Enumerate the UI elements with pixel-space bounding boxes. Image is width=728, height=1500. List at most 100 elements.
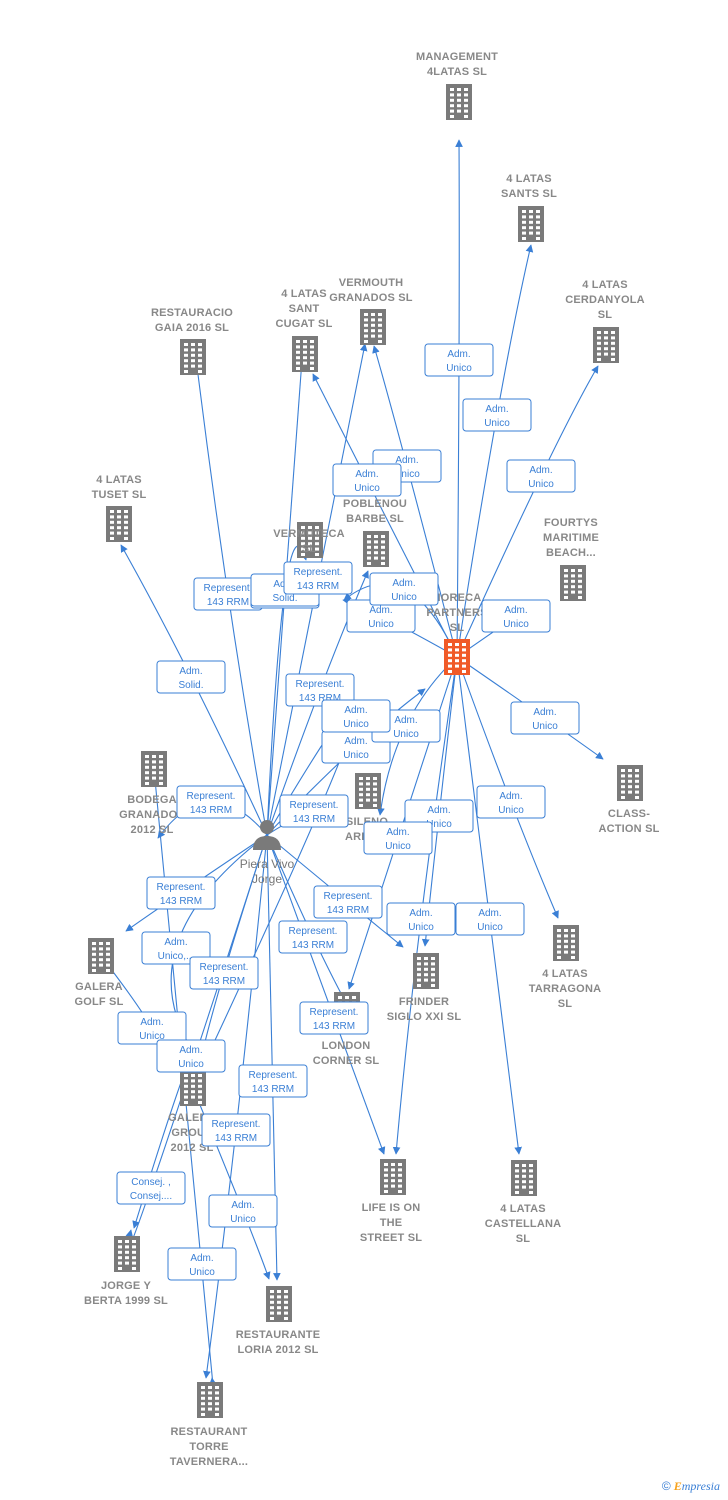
edge-label-l31[interactable]: Represent.143 RRM <box>238 1064 308 1098</box>
edge-label-l8[interactable]: Adm.Unico <box>481 599 551 633</box>
edge-label-l3[interactable]: Adm.Unico <box>506 459 576 493</box>
edge-label-box <box>156 660 226 694</box>
node-label-line: HORECA <box>433 592 482 604</box>
edge-label-l28[interactable]: Adm.Unico <box>386 902 456 936</box>
building-icon-lifeisonthestreet[interactable] <box>380 1159 406 1195</box>
building-window <box>367 535 371 538</box>
edge-label-l22[interactable]: Adm.Unico <box>363 821 433 855</box>
edge-label-l17[interactable]: Adm.Unico <box>510 701 580 735</box>
building-icon-cerdanyola[interactable] <box>593 327 619 363</box>
edge-label-l18[interactable]: Represent.143 RRM <box>176 785 246 819</box>
building-window <box>301 542 305 546</box>
brand-logo-text[interactable]: mpresia <box>681 1479 720 1493</box>
building-icon-torre[interactable] <box>197 1382 223 1418</box>
edge-label-l27[interactable]: Represent.143 RRM <box>299 1001 369 1035</box>
edge-label-text: Represent. <box>157 882 206 893</box>
building-window <box>301 526 305 529</box>
building-icon-castellana[interactable] <box>511 1160 537 1196</box>
building-icon-jorgeberta[interactable] <box>114 1236 140 1272</box>
edge-label-l25[interactable]: Represent.143 RRM <box>313 885 383 919</box>
edge-label-l34[interactable]: Consej. ,Consej.... <box>116 1171 186 1205</box>
edge-label-l24[interactable]: Adm.Unico,... <box>141 931 211 965</box>
building-window <box>529 1185 533 1189</box>
building-window <box>374 540 378 544</box>
building-icon-poblenou[interactable] <box>363 531 389 567</box>
node-label-line: JORGE Y <box>101 1280 152 1292</box>
building-window <box>364 313 368 316</box>
building-window <box>352 996 356 999</box>
edge-label-l14[interactable]: Represent.143 RRM <box>285 673 355 707</box>
node-label-line: TORRE <box>189 1441 228 1453</box>
building-window <box>417 978 421 982</box>
edge-label-l35[interactable]: Adm.Unico <box>208 1194 278 1228</box>
edge-label-box <box>455 902 525 936</box>
building-icon-sants[interactable] <box>518 206 544 242</box>
node-label-line: SANTS SL <box>501 188 557 200</box>
building-icon-classaction[interactable] <box>617 765 643 801</box>
edge-label-l26[interactable]: Represent.143 RRM <box>278 920 348 954</box>
building-window <box>635 779 639 783</box>
edge-label-text: Adm. <box>369 605 392 616</box>
edge-label-l2[interactable]: Adm.Unico <box>462 398 532 432</box>
edge-label-text: Adm. <box>231 1200 254 1211</box>
edge-label-l1[interactable]: Adm.Unico <box>424 343 494 377</box>
edge-label-text: 143 RRM <box>292 940 334 951</box>
building-icon-tuset[interactable] <box>106 506 132 542</box>
edge-label-l7[interactable]: Adm.Unico <box>369 572 439 606</box>
building-icon-bodega[interactable] <box>141 751 167 787</box>
building-icon-galeragolf[interactable] <box>88 938 114 974</box>
edge-label-text: Unico <box>391 592 417 603</box>
building-window <box>384 1179 388 1183</box>
person-icon[interactable] <box>253 820 281 850</box>
building-window <box>359 793 363 797</box>
building-icon-galeragroup[interactable] <box>180 1070 206 1106</box>
edge-label-l19[interactable]: Represent.143 RRM <box>279 794 349 828</box>
edge-piera-to-torre <box>203 834 268 1379</box>
building-window <box>106 952 110 956</box>
edge-label-l9[interactable]: Adm.Solid. <box>156 660 226 694</box>
building-door <box>390 1189 396 1195</box>
building-door <box>373 561 379 567</box>
building-icon-gaia[interactable] <box>180 339 206 375</box>
building-icon-tarragona[interactable] <box>553 925 579 961</box>
building-icon-management[interactable] <box>446 84 472 120</box>
edge-label-l29[interactable]: Adm.Unico <box>455 902 525 936</box>
building-window <box>145 755 149 758</box>
edge-label-l6[interactable]: Adm.Unico <box>346 599 416 633</box>
building-window <box>621 790 625 794</box>
edge-label-text: Unico <box>343 719 369 730</box>
building-window <box>381 556 385 560</box>
edge-label-l13[interactable]: Represent.143 RRM <box>283 561 353 595</box>
node-label-line: CUGAT SL <box>275 318 332 330</box>
edge-label-l37[interactable]: Adm.Unico <box>156 1039 226 1073</box>
building-window <box>621 785 625 789</box>
edge-label-l36[interactable]: Adm.Unico <box>167 1247 237 1281</box>
edge-label-l30[interactable]: Adm.Unico <box>117 1011 187 1045</box>
edge-label-l32[interactable]: Represent.143 RRM <box>189 956 259 990</box>
building-icon-fourtys[interactable] <box>560 565 586 601</box>
building-window <box>621 774 625 778</box>
node-label-line: POBLENOU <box>343 498 407 510</box>
brand-logo-initial[interactable]: E <box>673 1479 682 1493</box>
building-window <box>191 1074 195 1077</box>
building-icon-loria[interactable] <box>266 1286 292 1322</box>
edge-label-l5[interactable]: Adm.Unico <box>332 463 402 497</box>
edge-label-l38[interactable]: Adm.Unico <box>321 699 391 733</box>
building-icon-sileno[interactable] <box>355 773 381 809</box>
edge-label-l20[interactable]: Adm.Unico <box>476 785 546 819</box>
edge-label-box <box>313 885 383 919</box>
building-window <box>515 1191 519 1194</box>
building-window <box>359 798 363 802</box>
building-icon-horeca-main[interactable] <box>444 639 470 675</box>
building-window <box>374 535 378 538</box>
building-window <box>284 1300 288 1304</box>
building-icon-frinder[interactable] <box>413 953 439 989</box>
edge-label-l23[interactable]: Represent.143 RRM <box>146 876 216 910</box>
edge-label-l33[interactable]: Represent.143 RRM <box>201 1113 271 1147</box>
building-icon-vermuteca[interactable] <box>297 522 323 558</box>
building-icon-santcugat[interactable] <box>292 336 318 372</box>
building-icon-vermouth[interactable] <box>360 309 386 345</box>
building-window <box>455 664 459 668</box>
node-label-line: SIGLO XXI SL <box>387 1011 462 1023</box>
